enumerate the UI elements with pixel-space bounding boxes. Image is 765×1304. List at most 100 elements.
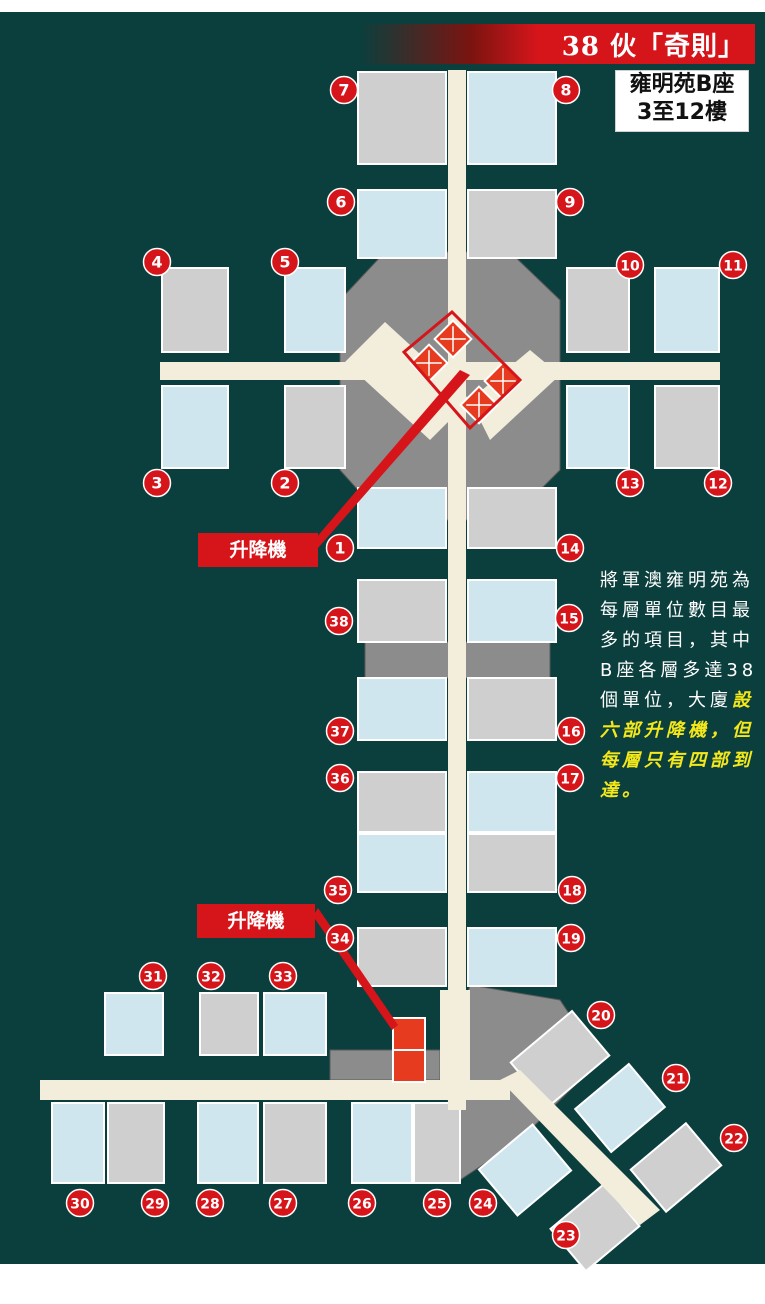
badge-circle bbox=[140, 1188, 170, 1218]
badge-circle bbox=[615, 468, 645, 498]
unit-number-badge: 12 bbox=[703, 468, 733, 498]
badge-circle bbox=[323, 875, 353, 905]
unit-number-badge: 10 bbox=[615, 250, 645, 280]
badge-circle bbox=[556, 923, 586, 953]
unit-number-label: 25 bbox=[427, 1197, 446, 1213]
lift-cross bbox=[466, 404, 492, 406]
unit-number-label: 34 bbox=[330, 932, 350, 948]
unit-number-badge: 23 bbox=[551, 1220, 581, 1250]
unit-number-label: 32 bbox=[201, 970, 220, 986]
badge-circle bbox=[555, 763, 585, 793]
unit-number-badge: 18 bbox=[557, 875, 587, 905]
unit-number-label: 33 bbox=[273, 970, 292, 986]
unit-number-badge: 24 bbox=[468, 1188, 498, 1218]
unit-number-badge: 4 bbox=[142, 247, 172, 277]
unit-number-badge: 27 bbox=[268, 1188, 298, 1218]
unit-number-label: 13 bbox=[620, 477, 639, 493]
badge-circle bbox=[661, 1063, 691, 1093]
unit-number-badge: 28 bbox=[195, 1188, 225, 1218]
badge-circle bbox=[703, 468, 733, 498]
unit-block bbox=[351, 1102, 413, 1184]
badge-circle bbox=[268, 961, 298, 991]
unit-number-label: 8 bbox=[560, 81, 571, 100]
badge-circle bbox=[554, 603, 584, 633]
block-label-box: 雍明苑B座 3至12樓 bbox=[615, 70, 749, 132]
unit-block bbox=[467, 579, 557, 643]
unit-block bbox=[573, 1062, 667, 1154]
unit-block bbox=[467, 487, 557, 549]
corridor bbox=[440, 990, 470, 1100]
unit-number-badge: 20 bbox=[586, 1000, 616, 1030]
badge-circle bbox=[142, 468, 172, 498]
unit-block bbox=[357, 579, 447, 643]
unit-block bbox=[199, 992, 259, 1056]
badge-circle bbox=[468, 1188, 498, 1218]
unit-number-label: 38 bbox=[329, 615, 348, 631]
badge-circle bbox=[325, 533, 355, 563]
badge-circle bbox=[138, 961, 168, 991]
unit-number-label: 24 bbox=[473, 1197, 493, 1213]
unit-number-badge: 31 bbox=[138, 961, 168, 991]
unit-number-label: 27 bbox=[273, 1197, 292, 1213]
badge-circle bbox=[556, 716, 586, 746]
lift-callout-bottom-label: 升降機 bbox=[227, 910, 285, 932]
unit-number-badge: 33 bbox=[268, 961, 298, 991]
unit-number-label: 9 bbox=[564, 193, 575, 212]
unit-number-badge: 2 bbox=[270, 468, 300, 498]
unit-number-badge: 13 bbox=[615, 468, 645, 498]
unit-number-badge: 21 bbox=[661, 1063, 691, 1093]
unit-block bbox=[104, 992, 164, 1056]
unit-block bbox=[357, 833, 447, 893]
unit-number-label: 30 bbox=[70, 1197, 90, 1213]
unit-number-badge: 32 bbox=[196, 961, 226, 991]
unit-number-label: 11 bbox=[723, 259, 742, 275]
unit-number-label: 28 bbox=[200, 1197, 219, 1213]
badge-circle bbox=[551, 1220, 581, 1250]
unit-number-badge: 17 bbox=[555, 763, 585, 793]
unit-number-badge: 38 bbox=[324, 606, 354, 636]
unit-number-label: 21 bbox=[666, 1072, 685, 1088]
badge-circle bbox=[719, 1123, 749, 1153]
unit-block bbox=[161, 385, 229, 469]
unit-number-label: 20 bbox=[591, 1009, 611, 1025]
description-text: 將軍澳雍明苑為每層單位數目最多的項目，其中B座各層多達38個單位，大廈設六部升降… bbox=[600, 566, 760, 806]
unit-number-label: 19 bbox=[561, 932, 580, 948]
badge-circle bbox=[325, 716, 355, 746]
corridor bbox=[448, 70, 466, 1110]
unit-number-label: 17 bbox=[560, 772, 579, 788]
unit-number-badge: 37 bbox=[325, 716, 355, 746]
badge-circle bbox=[195, 1188, 225, 1218]
unit-number-badge: 36 bbox=[325, 763, 355, 793]
badge-circle bbox=[586, 1000, 616, 1030]
unit-number-badge: 15 bbox=[554, 603, 584, 633]
badge-circle bbox=[196, 961, 226, 991]
badge-circle bbox=[551, 75, 581, 105]
unit-block bbox=[654, 267, 720, 353]
lift-highlight-frame bbox=[401, 309, 523, 431]
unit-block bbox=[467, 71, 557, 165]
unit-number-badge: 7 bbox=[329, 75, 359, 105]
description-plain: 將軍澳雍明苑為每層單位數目最多的項目，其中B座各層多達38個單位，大廈 bbox=[600, 570, 758, 711]
badge-circle bbox=[65, 1188, 95, 1218]
badge-circle bbox=[270, 247, 300, 277]
unit-block bbox=[566, 267, 630, 353]
unit-block bbox=[284, 385, 346, 469]
unit-block bbox=[413, 1102, 461, 1184]
unit-number-label: 1 bbox=[334, 539, 345, 558]
unit-number-badge: 3 bbox=[142, 468, 172, 498]
badge-circle bbox=[555, 187, 585, 217]
unit-block bbox=[357, 771, 447, 833]
block-name: 雍明苑B座 bbox=[629, 72, 735, 97]
badge-circle bbox=[326, 187, 356, 217]
lift-cross bbox=[440, 338, 466, 340]
badge-circle bbox=[718, 250, 748, 280]
unit-number-badge: 30 bbox=[65, 1188, 95, 1218]
unit-number-badge: 19 bbox=[556, 923, 586, 953]
unit-block bbox=[467, 771, 557, 833]
corridor bbox=[40, 1080, 510, 1100]
unit-number-badge: 6 bbox=[326, 187, 356, 217]
title-bar: 38 伙「奇則」 bbox=[360, 24, 755, 64]
unit-number-label: 5 bbox=[279, 253, 290, 272]
